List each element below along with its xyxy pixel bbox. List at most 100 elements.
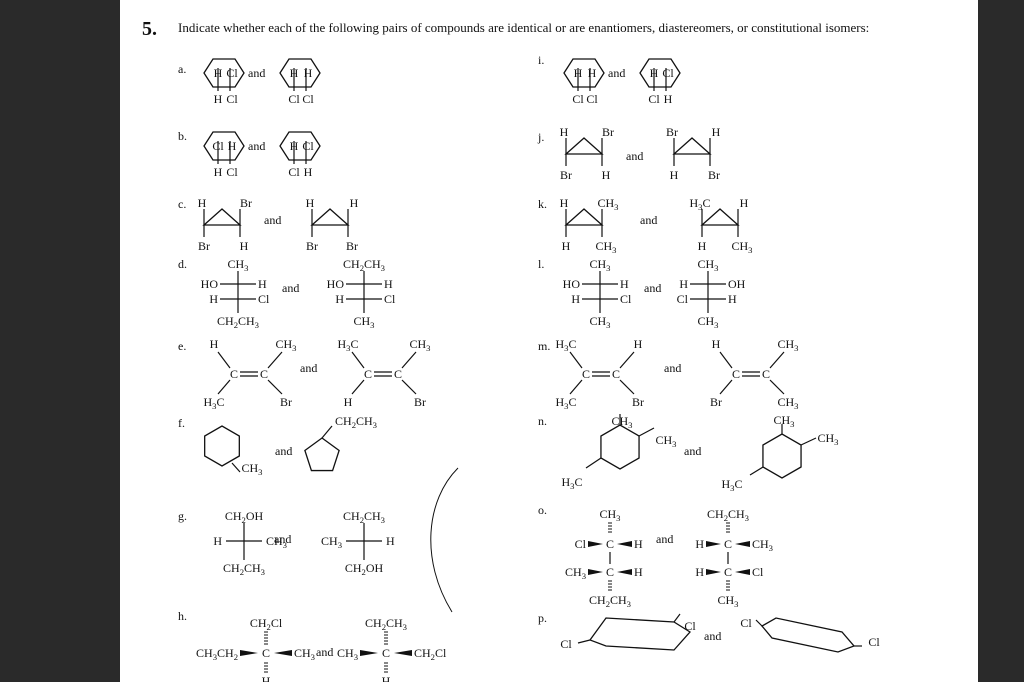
atom-label: H3​C (556, 337, 577, 353)
atom-label: Cl (575, 537, 587, 551)
atom-label: HO (327, 277, 345, 291)
and-connector: and (275, 444, 292, 458)
atom-label: H (258, 277, 267, 291)
atom-label: Br (666, 125, 678, 139)
bond (577, 639, 591, 644)
part-label: o. (538, 503, 547, 517)
n-left-structure: CH3​CH3​H3​C (562, 414, 676, 491)
chair-ring (761, 617, 856, 653)
wedge-bond (274, 650, 292, 656)
atom-label: H (634, 565, 643, 579)
atom-label: CH3​ (321, 534, 342, 550)
n-right-structure: CH3​CH3​H3​C (722, 413, 839, 493)
f-right-structure: CH2​CH3​ (304, 414, 377, 472)
question-text: Indicate whether each of the following p… (178, 20, 870, 35)
part-label: j. (537, 130, 544, 144)
atom-label: Cl (560, 637, 572, 651)
bond (749, 466, 764, 476)
wedge-bond (735, 541, 750, 547)
part-label: n. (538, 414, 547, 428)
cyclohexane-ring (204, 425, 240, 467)
atom-label: Cl (226, 66, 238, 80)
atom-label: H (562, 239, 571, 253)
and-connector: and (282, 281, 299, 295)
atom-label: C (230, 367, 238, 381)
cyclohexane-ring (203, 131, 245, 161)
atom-label: Br (632, 395, 644, 409)
and-connector: and (664, 361, 681, 375)
atom-label: CH3​ (778, 395, 799, 411)
wedge-bond (394, 650, 412, 656)
atom-label: C (606, 537, 614, 551)
atom-label: C (732, 367, 740, 381)
bond (769, 351, 785, 369)
part-label: k. (538, 197, 547, 211)
atom-label: H (304, 165, 313, 179)
atom-label: H (210, 337, 219, 351)
atom-label: Br (198, 239, 210, 253)
part-label: e. (178, 339, 186, 353)
and-connector: and (684, 444, 701, 458)
atom-label: CH3​ (276, 337, 297, 353)
atom-label: CH3​ (732, 239, 753, 255)
bond (719, 351, 733, 369)
atom-label: CH3​CH2​ (196, 646, 238, 662)
wedge-bond (617, 541, 632, 547)
atom-label: Cl (302, 139, 314, 153)
atom-label: CH3​ (698, 257, 719, 273)
atom-label: H (214, 66, 223, 80)
atom-label: C (262, 646, 270, 660)
and-connector: and (704, 629, 721, 643)
and-connector: and (316, 645, 333, 659)
atom-label: Br (710, 395, 722, 409)
and-connector: and (248, 139, 265, 153)
stray-bracket (430, 467, 459, 613)
atom-label: Cl (586, 92, 598, 106)
cyclopropane-ring (700, 208, 740, 226)
atom-label: H (306, 196, 315, 210)
atom-label: CH3​ (266, 534, 287, 550)
atom-label: CH2​Cl (414, 646, 447, 662)
atom-label: Br (602, 125, 614, 139)
cyclopentane-ring (304, 437, 340, 472)
atom-label: CH2​CH3​ (335, 414, 377, 430)
atom-label: C (762, 367, 770, 381)
bond (217, 351, 231, 369)
wedge-bond (706, 569, 721, 575)
bond (267, 379, 283, 395)
atom-label: H (740, 196, 749, 210)
cyclohexane-ring (203, 58, 245, 88)
atom-label: H3​C (556, 395, 577, 411)
atom-label: Br (560, 168, 572, 182)
atom-label: H (335, 292, 344, 306)
atom-label: CH2​Cl (250, 616, 283, 632)
atom-label: Cl (752, 565, 764, 579)
atom-label: Cl (212, 139, 224, 153)
bond (217, 379, 231, 395)
atom-label: H3​C (690, 196, 711, 212)
atom-label: H (712, 125, 721, 139)
atom-label: C (394, 367, 402, 381)
atom-label: H (384, 277, 393, 291)
atom-label: Cl (258, 292, 270, 306)
atom-label: Cl (684, 619, 696, 633)
atom-label: Cl (288, 165, 300, 179)
atom-label: C (724, 565, 732, 579)
bond (755, 619, 763, 627)
atom-label: CH3​ (228, 257, 249, 273)
wedge-bond (735, 569, 750, 575)
wedge-bond (706, 541, 721, 547)
atom-label: CH2​OH (225, 509, 264, 525)
